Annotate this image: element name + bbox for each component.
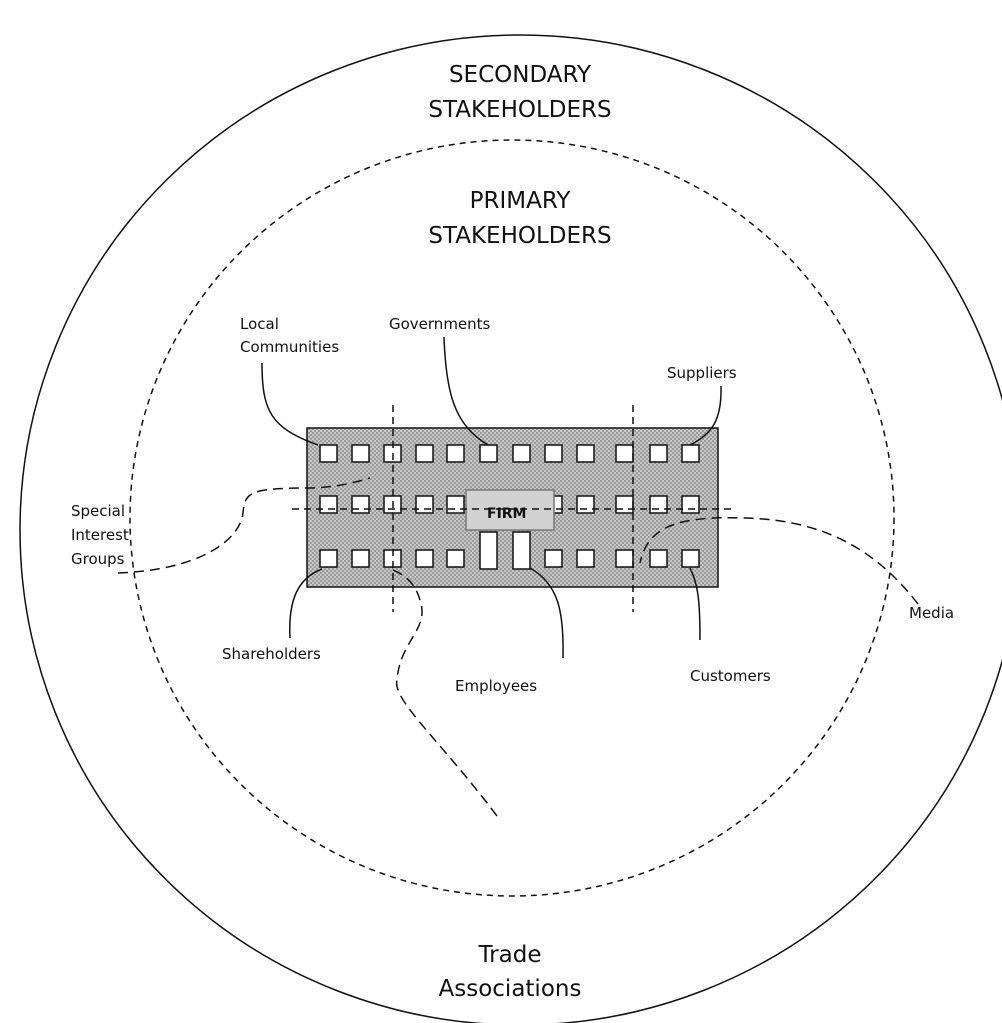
label-employees: Employees — [455, 677, 538, 695]
secondary-title-line1: SECONDARY — [448, 62, 592, 88]
primary-title-line1: PRIMARY — [469, 188, 571, 214]
firm-doors — [479, 531, 531, 570]
special-interest-line3: Groups — [71, 550, 125, 568]
label-suppliers: Suppliers — [667, 364, 737, 382]
label-local-communities: Local Communities — [240, 313, 339, 359]
firm-label: FIRM — [487, 506, 527, 522]
label-special-interest-groups: Special Interest Groups — [71, 499, 129, 571]
special-interest-line2: Interest — [71, 526, 129, 544]
secondary-title-line2: STAKEHOLDERS — [428, 97, 612, 123]
suppliers-connector — [689, 385, 722, 446]
trade-associations-connector — [392, 569, 498, 817]
local-communities-line2: Communities — [240, 338, 340, 356]
primary-ring — [129, 139, 895, 897]
media-connector — [639, 516, 919, 605]
primary-stakeholders-title: PRIMARY STAKEHOLDERS — [380, 184, 660, 254]
label-trade-associations: Trade Associations — [410, 938, 610, 1006]
secondary-stakeholders-title: SECONDARY STAKEHOLDERS — [380, 58, 660, 128]
special-interest-connector — [117, 477, 371, 574]
dashed-guides — [292, 405, 734, 612]
trade-line2: Associations — [438, 976, 582, 1002]
secondary-ring — [19, 34, 1002, 1023]
primary-connectors — [261, 336, 722, 659]
window-row-bottom — [319, 549, 700, 568]
local-communities-line1: Local — [240, 315, 279, 333]
employees-connector — [529, 567, 564, 659]
firm-sign — [465, 489, 555, 531]
window-row-top — [319, 444, 700, 463]
label-media: Media — [909, 604, 955, 622]
label-governments: Governments — [389, 315, 491, 333]
primary-title-line2: STAKEHOLDERS — [428, 223, 612, 249]
secondary-connectors — [117, 477, 919, 817]
customers-connector — [689, 567, 701, 641]
special-interest-line1: Special — [71, 502, 126, 520]
shareholders-connector — [289, 568, 323, 639]
trade-line1: Trade — [478, 942, 542, 968]
label-shareholders: Shareholders — [222, 645, 321, 663]
governments-connector — [443, 336, 489, 446]
label-customers: Customers — [690, 667, 771, 685]
local-communities-connector — [261, 362, 319, 446]
